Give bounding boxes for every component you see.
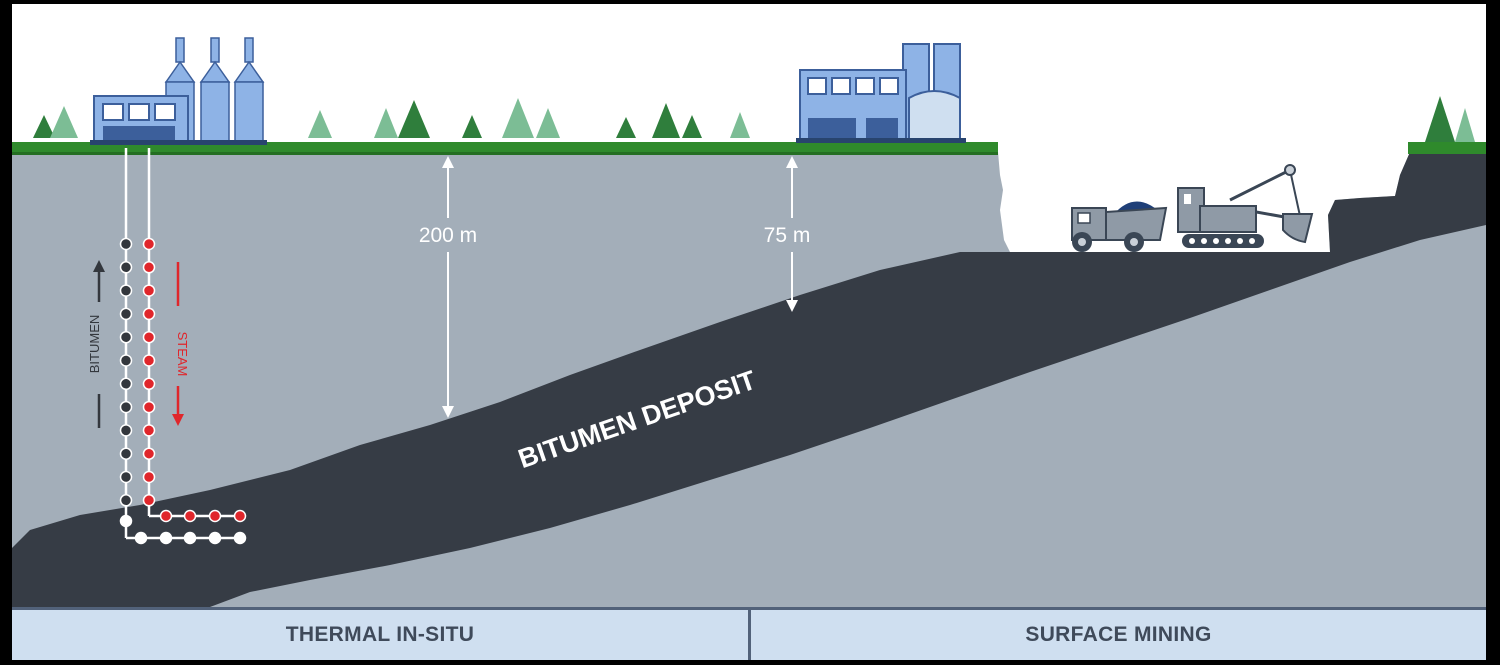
- steam-flow-label: STEAM: [175, 332, 190, 377]
- bitumen-deposit: [12, 152, 1486, 607]
- bitumen-droplet: [119, 400, 133, 414]
- injector-node: [159, 509, 173, 523]
- bitumen-droplet: [119, 470, 133, 484]
- shovel-excavator-icon: [1177, 164, 1314, 248]
- section-divider: [748, 610, 751, 660]
- well-pair-icon: [119, 148, 247, 545]
- steam-droplet: [142, 400, 156, 414]
- haul-truck-icon: [1071, 201, 1168, 252]
- producer-node: [208, 531, 222, 545]
- steam-droplet: [142, 424, 156, 437]
- producer-node: [183, 531, 197, 545]
- bitumen-flow-arrow: [93, 260, 105, 428]
- bitumen-droplet: [119, 494, 133, 507]
- steam-droplet: [142, 284, 156, 297]
- bitumen-droplet: [119, 261, 133, 274]
- mining-depth-label: 75 m: [764, 224, 811, 247]
- injector-node: [183, 509, 197, 523]
- tree-icon: [33, 96, 1475, 142]
- steam-droplet: [142, 261, 156, 274]
- producer-node: [134, 531, 148, 545]
- injector-node: [208, 509, 222, 523]
- section-label-mining: SURFACE MINING: [1025, 623, 1212, 646]
- bitumen-droplet: [119, 424, 133, 437]
- steam-droplet: [142, 377, 156, 391]
- injector-node: [233, 509, 247, 523]
- steam-droplet: [142, 237, 156, 251]
- steam-droplet: [142, 470, 156, 484]
- grass-dark-edge: [12, 152, 998, 155]
- thermal-depth-label: 200 m: [419, 224, 477, 247]
- bitumen-droplet: [119, 237, 133, 251]
- bitumen-flow-label: BITUMEN: [87, 315, 102, 374]
- steam-droplet: [142, 330, 156, 344]
- steam-droplet: [142, 307, 156, 321]
- depth-arrow-mining: [786, 156, 798, 312]
- section-label-band: THERMAL IN-SITU SURFACE MINING: [12, 607, 1486, 660]
- bitumen-droplet: [119, 284, 133, 297]
- producer-node: [159, 531, 173, 545]
- steam-droplet: [142, 354, 156, 367]
- depth-arrow-thermal: [442, 156, 454, 418]
- well-node: [119, 514, 133, 528]
- grass-right: [1408, 142, 1486, 154]
- bitumen-droplet: [119, 447, 133, 460]
- bitumen-droplet: [119, 354, 133, 367]
- thermal-plant-icon: [90, 37, 267, 145]
- section-label-thermal: THERMAL IN-SITU: [285, 623, 475, 646]
- bitumen-droplet: [119, 330, 133, 344]
- upgrader-plant-icon: [796, 43, 966, 143]
- producer-node: [233, 531, 247, 545]
- steam-flow-arrow: [172, 262, 184, 426]
- bitumen-droplet: [119, 307, 133, 321]
- steam-droplet: [142, 447, 156, 460]
- steam-droplet: [142, 494, 156, 507]
- bitumen-droplet: [119, 377, 133, 391]
